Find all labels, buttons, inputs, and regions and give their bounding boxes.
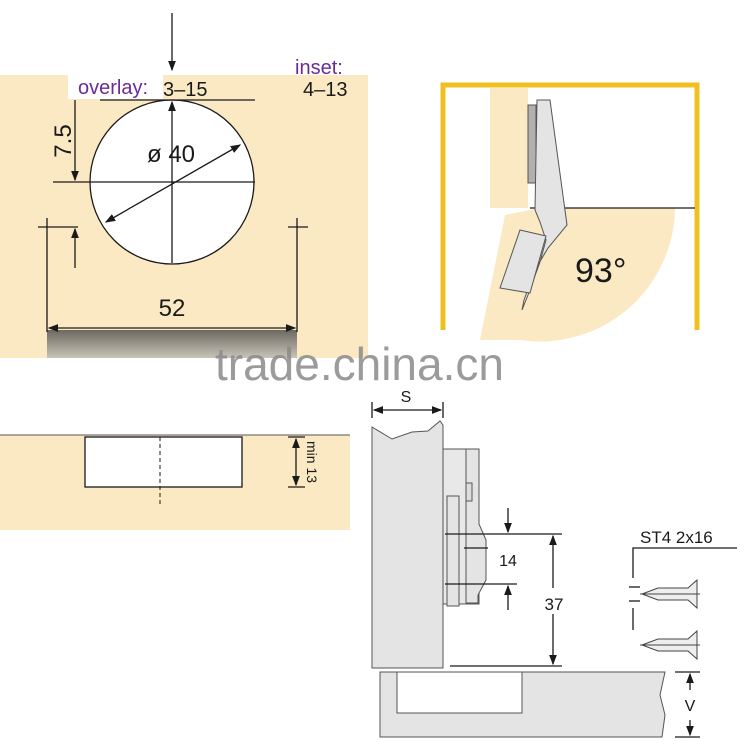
cabinet-frame (440, 82, 700, 330)
cup-depth-view: min 13 (0, 434, 350, 530)
screw-icon (640, 629, 700, 661)
depth-label: min 13 (304, 441, 320, 483)
door-thickness-label: S (401, 389, 412, 406)
door-panel (371, 420, 444, 669)
inset-label: inset: (295, 57, 343, 79)
diameter-label: ø 40 (147, 141, 195, 168)
screw-icon (640, 578, 700, 610)
hinge-cup (499, 229, 547, 294)
hinge-arm (521, 99, 568, 311)
watermark: trade.china.cn (215, 338, 504, 390)
edge-band (47, 330, 297, 358)
plate-height-label: 37 (545, 595, 564, 614)
overlay-dimension-label: V (685, 698, 696, 715)
opening-angle-view: 93° (440, 82, 700, 342)
overlay-value: 3–15 (163, 79, 208, 101)
hole-spacing-label: 14 (499, 553, 517, 570)
overlay-label: overlay: (78, 77, 148, 99)
spacing-label: 52 (159, 295, 186, 322)
angle-label: 93° (575, 252, 626, 290)
screw-spec-label: ST4 2x16 (640, 528, 713, 547)
inset-value: 4–13 (303, 79, 348, 101)
offset-dimension: 7.5 (50, 124, 77, 157)
cup-drilling-view: overlay: 3–15 inset: 4–13 7.5 ø 40 52 (0, 13, 368, 358)
side-view: S 14 37 ST4 2x16 V (371, 389, 737, 738)
diameter-arrow (104, 144, 242, 223)
